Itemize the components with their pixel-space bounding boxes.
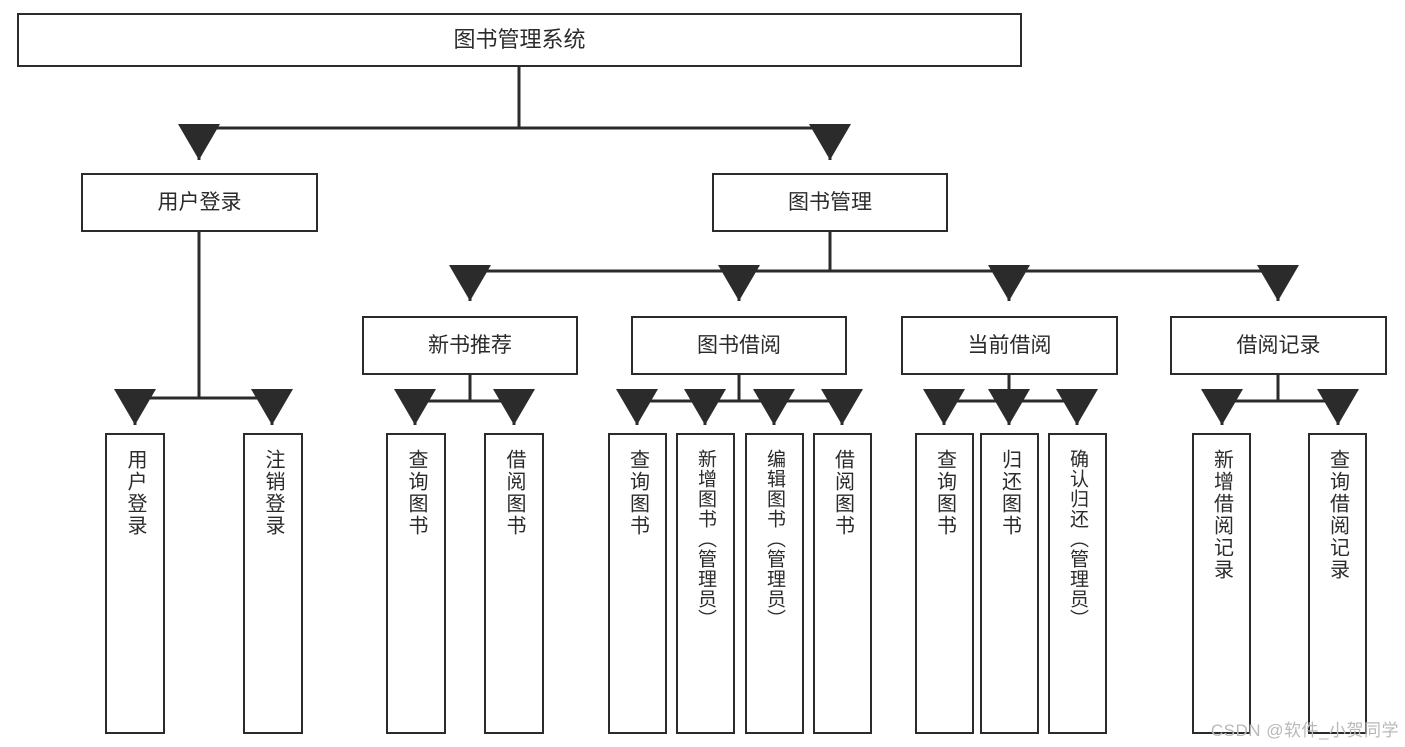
node-leaf-query-book-2[interactable]: 查询图书 [608, 433, 667, 734]
node-label: 编辑图书（管理员） [764, 449, 785, 629]
node-leaf-add-book-admin[interactable]: 新增图书（管理员） [676, 433, 735, 734]
node-user-login[interactable]: 用户登录 [81, 173, 318, 232]
node-label: 查询借阅记录 [1326, 449, 1349, 581]
node-leaf-return-book[interactable]: 归还图书 [980, 433, 1039, 734]
node-leaf-borrow-book-1[interactable]: 借阅图书 [484, 433, 544, 734]
node-label: 借阅图书 [503, 449, 525, 537]
node-label: 图书管理 [788, 190, 872, 214]
node-leaf-borrow-book-2[interactable]: 借阅图书 [813, 433, 872, 734]
node-label: 查询图书 [626, 449, 649, 537]
node-book-borrow[interactable]: 图书借阅 [631, 316, 847, 375]
node-label: 当前借阅 [967, 333, 1052, 357]
node-current-borrow[interactable]: 当前借阅 [901, 316, 1118, 375]
node-leaf-query-book-3[interactable]: 查询图书 [915, 433, 974, 734]
node-label: 归还图书 [998, 449, 1021, 537]
node-label: 新增借阅记录 [1210, 449, 1233, 581]
node-borrow-record[interactable]: 借阅记录 [1170, 316, 1387, 375]
node-leaf-logout-login[interactable]: 注销登录 [243, 433, 303, 734]
node-label: 用户登录 [124, 449, 146, 537]
node-leaf-query-book-1[interactable]: 查询图书 [386, 433, 446, 734]
node-label: 新书推荐 [428, 333, 512, 357]
node-label: 用户登录 [157, 190, 242, 214]
node-book-management[interactable]: 图书管理 [712, 173, 948, 232]
node-label: 图书借阅 [697, 333, 781, 357]
node-leaf-confirm-return-admin[interactable]: 确认归还（管理员） [1048, 433, 1107, 734]
node-label: 确认归还（管理员） [1067, 449, 1088, 629]
node-new-book-recommend[interactable]: 新书推荐 [362, 316, 578, 375]
node-label: 查询图书 [933, 449, 956, 537]
node-label: 新增图书（管理员） [695, 449, 716, 629]
node-label: 借阅记录 [1236, 333, 1321, 357]
node-label: 查询图书 [405, 449, 427, 537]
node-leaf-add-borrow-record[interactable]: 新增借阅记录 [1192, 433, 1251, 734]
node-root-book-management-system[interactable]: 图书管理系统 [17, 13, 1022, 67]
node-label: 图书管理系统 [453, 26, 586, 52]
node-leaf-edit-book-admin[interactable]: 编辑图书（管理员） [745, 433, 804, 734]
node-leaf-query-borrow-record[interactable]: 查询借阅记录 [1308, 433, 1367, 734]
node-label: 注销登录 [262, 449, 284, 537]
node-label: 借阅图书 [831, 449, 854, 537]
node-leaf-user-login[interactable]: 用户登录 [105, 433, 165, 734]
